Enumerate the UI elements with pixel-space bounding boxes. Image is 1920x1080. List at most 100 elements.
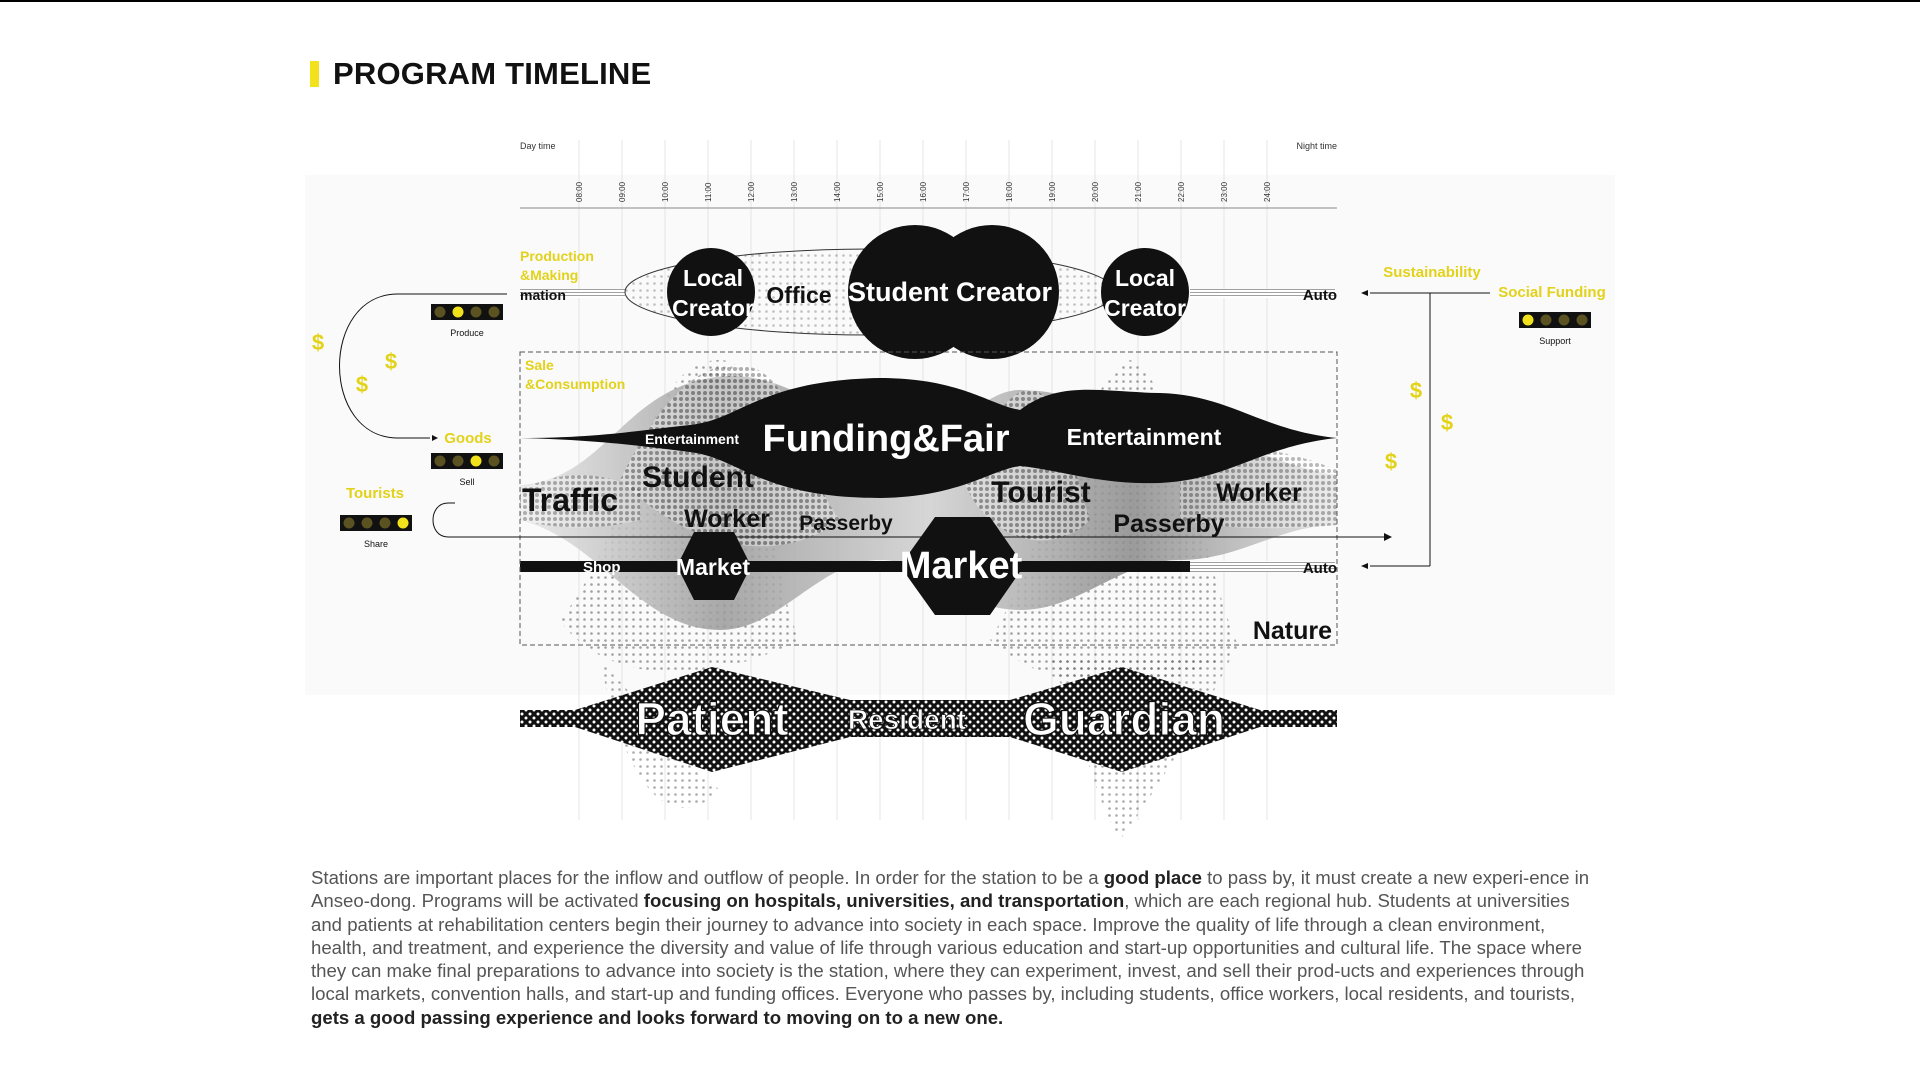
hour-tick-label: 19:00 xyxy=(1048,181,1057,202)
market-octagon-big xyxy=(900,517,1024,615)
hour-tick-label: 14:00 xyxy=(833,181,842,202)
sale-line-start-label: mation xyxy=(520,559,566,575)
dollar-sign-left-3: $ xyxy=(356,372,368,397)
description-text-3: , which are each regional hub. Students … xyxy=(311,890,1585,1005)
hour-tick-label: 09:00 xyxy=(618,181,627,202)
indicator-dot xyxy=(1540,314,1552,326)
indicator-dot xyxy=(488,455,500,467)
indicator-box xyxy=(431,453,503,469)
traffic-label: Traffic xyxy=(522,482,618,518)
produce-caption: Produce xyxy=(450,328,484,338)
hour-tick-label: 20:00 xyxy=(1091,181,1100,202)
indicator-dot xyxy=(488,306,500,318)
market-line-auto xyxy=(1190,561,1335,572)
production-label-1: Production xyxy=(520,248,594,264)
indicator-dot xyxy=(470,306,482,318)
page-title: PROGRAM TIMELINE xyxy=(333,56,652,91)
hour-tick-label: 16:00 xyxy=(919,181,928,202)
page-header: PROGRAM TIMELINE xyxy=(310,56,651,92)
description-bold-1: good place xyxy=(1103,867,1202,888)
sustainability-label: Sustainability xyxy=(1383,264,1481,281)
resident-label: Resident xyxy=(848,704,966,735)
production-line-end-label: Auto xyxy=(1303,287,1337,304)
local-creator-b-line2: Creator xyxy=(1104,295,1186,321)
description-text-1: Stations are important places for the in… xyxy=(311,867,1104,888)
day-time-label: Day time xyxy=(520,141,556,151)
description-bold-3: gets a good passing experience and looks… xyxy=(311,1006,1004,1028)
market-line xyxy=(520,561,1190,572)
dollar-sign-right-1: $ xyxy=(1410,378,1422,403)
support-caption: Support xyxy=(1539,336,1571,346)
indicator-dot xyxy=(452,455,464,467)
hour-tick-label: 10:00 xyxy=(661,181,670,202)
patient-label: Patient xyxy=(635,693,788,745)
indicator-box xyxy=(340,515,412,531)
worker-b-label: Worker xyxy=(1216,479,1302,507)
indicator-dot xyxy=(434,455,446,467)
hour-tick-label: 17:00 xyxy=(962,181,971,202)
hour-tick-label: 21:00 xyxy=(1134,181,1143,202)
dollar-sign-right-3: $ xyxy=(1385,449,1397,474)
hour-tick-label: 15:00 xyxy=(876,181,885,202)
market-small-label: Market xyxy=(676,554,750,580)
share-indicator xyxy=(340,515,412,531)
left-flow-loop xyxy=(339,293,507,439)
market-hexagon-small xyxy=(677,532,751,600)
night-time-label: Night time xyxy=(1296,141,1337,151)
sell-caption: Sell xyxy=(459,477,474,487)
entertainment-label: Entertainment xyxy=(1067,424,1222,450)
indicator-box xyxy=(431,304,503,320)
office-label: Office xyxy=(766,282,831,308)
production-label-2: &Making xyxy=(520,267,578,283)
indicator-box xyxy=(1519,312,1591,328)
share-caption: Share xyxy=(364,539,388,549)
funding-fair-band xyxy=(520,378,1337,498)
student-creator-label: Student Creator xyxy=(848,277,1053,307)
description-paragraph: Stations are important places for the in… xyxy=(311,866,1601,1029)
tourist-label: Tourist xyxy=(991,476,1090,509)
produce-indicator xyxy=(431,304,503,320)
hour-tick-label: 22:00 xyxy=(1177,181,1186,202)
hour-tick-label: 08:00 xyxy=(575,181,584,202)
student-creator-circle-b xyxy=(925,225,1059,359)
production-line-right xyxy=(1190,289,1335,298)
nature-label: Nature xyxy=(1253,617,1332,645)
passerby-a-label: Passerby xyxy=(799,512,893,535)
local-creator-a-line2: Creator xyxy=(672,295,754,321)
top-rule xyxy=(0,0,1920,2)
hour-tick-label: 11:00 xyxy=(704,182,713,202)
right-flow-arrowhead-bottom xyxy=(1361,563,1368,569)
hour-tick-label: 12:00 xyxy=(747,181,756,202)
local-creator-circle-b xyxy=(1101,248,1189,336)
indicator-dot xyxy=(1576,314,1588,326)
production-line-start-label: mation xyxy=(520,287,566,303)
sell-indicator xyxy=(431,453,503,469)
local-creator-a-line1: Local xyxy=(683,265,743,291)
hour-tick-label: 18:00 xyxy=(1005,181,1014,202)
description-text-2: to pass by, it must create a new experi-… xyxy=(311,867,1590,912)
passerby-b-label: Passerby xyxy=(1113,510,1224,538)
indicator-dot xyxy=(379,517,391,529)
tourists-label: Tourists xyxy=(346,485,404,502)
student-label: Student xyxy=(642,461,754,494)
crowd-wave-texture-d xyxy=(520,475,640,528)
funding-fair-label: Funding&Fair xyxy=(763,418,1010,460)
dollar-sign-left-2: $ xyxy=(385,349,397,374)
market-big-label: Market xyxy=(900,545,1023,587)
dollar-sign-left-1: $ xyxy=(312,330,324,355)
indicator-dot xyxy=(1558,314,1570,326)
hour-tick-label: 23:00 xyxy=(1220,181,1229,202)
hour-tick-labels: 08:00 09:00 10:00 11:00 12:00 13:00 14:00 15:00… xyxy=(575,181,1272,202)
health-band xyxy=(520,667,1337,772)
indicator-dot-active xyxy=(1522,314,1534,326)
hour-tick-label: 24:00 xyxy=(1263,181,1272,202)
worker-a-label: Worker xyxy=(684,505,770,533)
indicator-dot-active xyxy=(397,517,409,529)
dollar-sign-right-2: $ xyxy=(1441,410,1453,435)
indicator-dot-active xyxy=(470,455,482,467)
indicator-dot xyxy=(343,517,355,529)
local-creator-b-line1: Local xyxy=(1115,265,1175,291)
tourist-flow-arrowhead xyxy=(1384,533,1392,541)
hour-tick-label: 13:00 xyxy=(790,181,799,202)
